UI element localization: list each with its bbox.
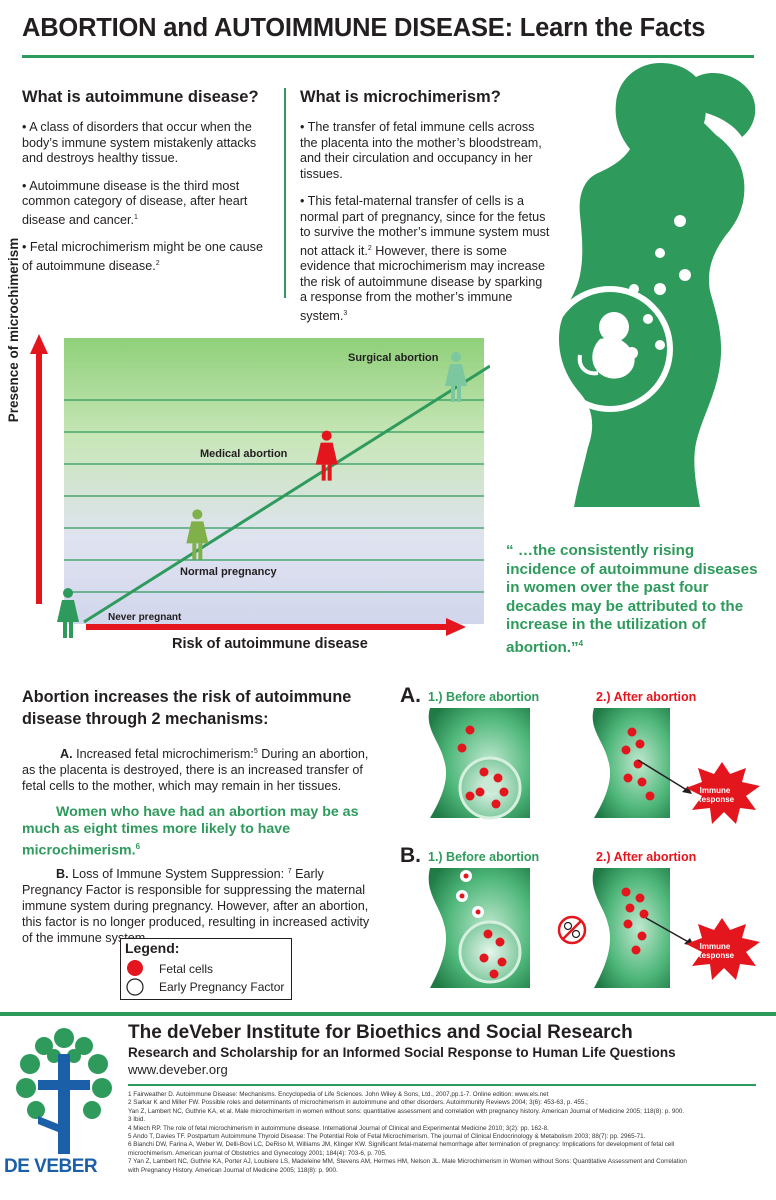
- reference: 1 Fairweather D. Autoimmune Disease: Mec…: [128, 1091, 549, 1098]
- mechanism-b-text: B. Loss of Immune System Suppression: 7 …: [22, 867, 370, 946]
- title-divider: [22, 55, 754, 58]
- microchimerism-chart: [30, 334, 490, 638]
- label-surgical-abortion: Surgical abortion: [348, 352, 439, 364]
- reference: 4 Miech RP. The role of fetal microchime…: [128, 1124, 549, 1132]
- legend-epf: Early Pregnancy Factor: [159, 980, 285, 994]
- legend-title: Legend:: [125, 940, 180, 956]
- deveber-logo: [16, 1028, 112, 1154]
- chart-trend-line: [83, 364, 490, 624]
- chart-gridlines: [64, 399, 484, 593]
- pull-quote: “ …the consistently rising incidence of …: [506, 542, 758, 656]
- woman-figure-icon: [186, 509, 209, 560]
- org-name: The deVeber Institute for Bioethics and …: [128, 1022, 633, 1043]
- micro-bullet-1: • The transfer of fetal immune cells acr…: [300, 120, 542, 181]
- woman-figure-icon: [445, 352, 467, 402]
- y-axis-arrow-head: [30, 334, 48, 354]
- y-axis-arrow-shaft: [36, 348, 42, 604]
- legend-fetal-cells: Fetal cells: [159, 962, 214, 976]
- immune-response-label-a: Immune Response: [695, 786, 735, 804]
- immune-burst-b: [686, 918, 760, 980]
- org-url[interactable]: www.deveber.org: [128, 1062, 228, 1077]
- no-epf-icon: [557, 915, 587, 945]
- microchimerism-heading: What is microchimerism?: [300, 88, 501, 106]
- x-axis-arrow-shaft: [86, 624, 452, 630]
- reference: 6 Bianchi DW, Farina A, Weber W, Delli-B…: [128, 1141, 675, 1149]
- section-divider: [284, 88, 286, 298]
- fetus-icon: [577, 312, 635, 379]
- panel-b-before-caption: 1.) Before abortion: [428, 850, 540, 864]
- fetal-cells-swatch: [127, 960, 143, 976]
- page-title: ABORTION and AUTOIMMUNE DISEASE: Learn t…: [22, 14, 706, 42]
- reference: with Pregnancy History. American Journal…: [128, 1166, 338, 1174]
- panel-b-before: [428, 868, 530, 988]
- immune-response-label-b: Immune Response: [695, 942, 735, 960]
- panel-b-after-caption: 2.) After abortion: [596, 850, 697, 864]
- panel-a-after: [592, 708, 760, 824]
- mechanism-a-text: A. Increased fetal microchimerism:5 Duri…: [22, 747, 369, 794]
- immune-burst-a: [686, 762, 760, 824]
- micro-bullet-2: • This fetal-maternal transfer of cells …: [300, 194, 550, 323]
- legend-box: Legend: Fetal cells Early Pregnancy Fact…: [120, 938, 292, 1000]
- reference: 5 Ando T, Davies TF. Postpartum Autoimmu…: [128, 1133, 646, 1141]
- label-normal-pregnancy: Normal pregnancy: [180, 566, 277, 578]
- womb-outline: [547, 286, 673, 412]
- mechanism-highlight: Women who have had an abortion may be as…: [22, 804, 359, 859]
- epf-cells: [456, 870, 484, 918]
- microchimerism-bullets: • The transfer of fetal immune cells acr…: [300, 120, 550, 336]
- chart-plot-area: [64, 338, 484, 624]
- pregnant-woman-silhouette: [547, 63, 756, 507]
- panel-a-before: [428, 708, 530, 820]
- epf-swatch: [126, 978, 144, 996]
- fetal-cells-dots: [626, 215, 691, 359]
- reference: Yan Z, Lambert NC, Guthrie KA, et al. Ma…: [128, 1107, 685, 1115]
- mechanisms-heading: Abortion increases the risk of autoimmun…: [22, 688, 352, 728]
- mechanism-panels: [428, 708, 760, 988]
- x-axis-arrow-head: [446, 618, 466, 636]
- autoimmune-heading: What is autoimmune disease?: [22, 88, 259, 106]
- woman-figure-icon: [315, 430, 338, 481]
- x-axis-label: Risk of autoimmune disease: [172, 636, 368, 652]
- org-tagline: Research and Scholarship for an Informed…: [128, 1045, 676, 1060]
- panel-a-after-caption: 2.) After abortion: [596, 690, 697, 704]
- panel-a-letter: A.: [400, 684, 421, 707]
- legend-swatches: [126, 960, 144, 996]
- autoimmune-bullet-2: • Autoimmune disease is the third most c…: [22, 178, 248, 227]
- label-medical-abortion: Medical abortion: [200, 448, 288, 460]
- panel-b-after: [557, 868, 760, 988]
- references: 1 Fairweather D. Autoimmune Disease: Mec…: [128, 1091, 768, 1175]
- footer-divider: [0, 1012, 776, 1016]
- logo-wordmark: DE VEBER: [4, 1156, 98, 1177]
- reference: 2 Sarkar K and Miller FW. Possible roles…: [128, 1099, 588, 1107]
- reference: 7 Yan Z, Lambert NC, Guthrie KA, Porter …: [128, 1158, 687, 1166]
- y-axis-label: Presence of microchimerism: [6, 237, 21, 423]
- panel-a-before-caption: 1.) Before abortion: [428, 690, 540, 704]
- autoimmune-bullets: • A class of disorders that occur when t…: [22, 120, 267, 286]
- references-divider: [128, 1084, 756, 1086]
- woman-figure-icon: [57, 588, 79, 638]
- label-never-pregnant: Never pregnant: [108, 612, 182, 623]
- autoimmune-bullet-1: • A class of disorders that occur when t…: [22, 120, 257, 165]
- reference: microchimerism. American journal of Obst…: [128, 1149, 387, 1157]
- autoimmune-bullet-3: • Fetal microchimerism might be one caus…: [22, 240, 263, 273]
- panel-b-letter: B.: [400, 844, 421, 867]
- reference: 3 Ibid.: [128, 1116, 146, 1124]
